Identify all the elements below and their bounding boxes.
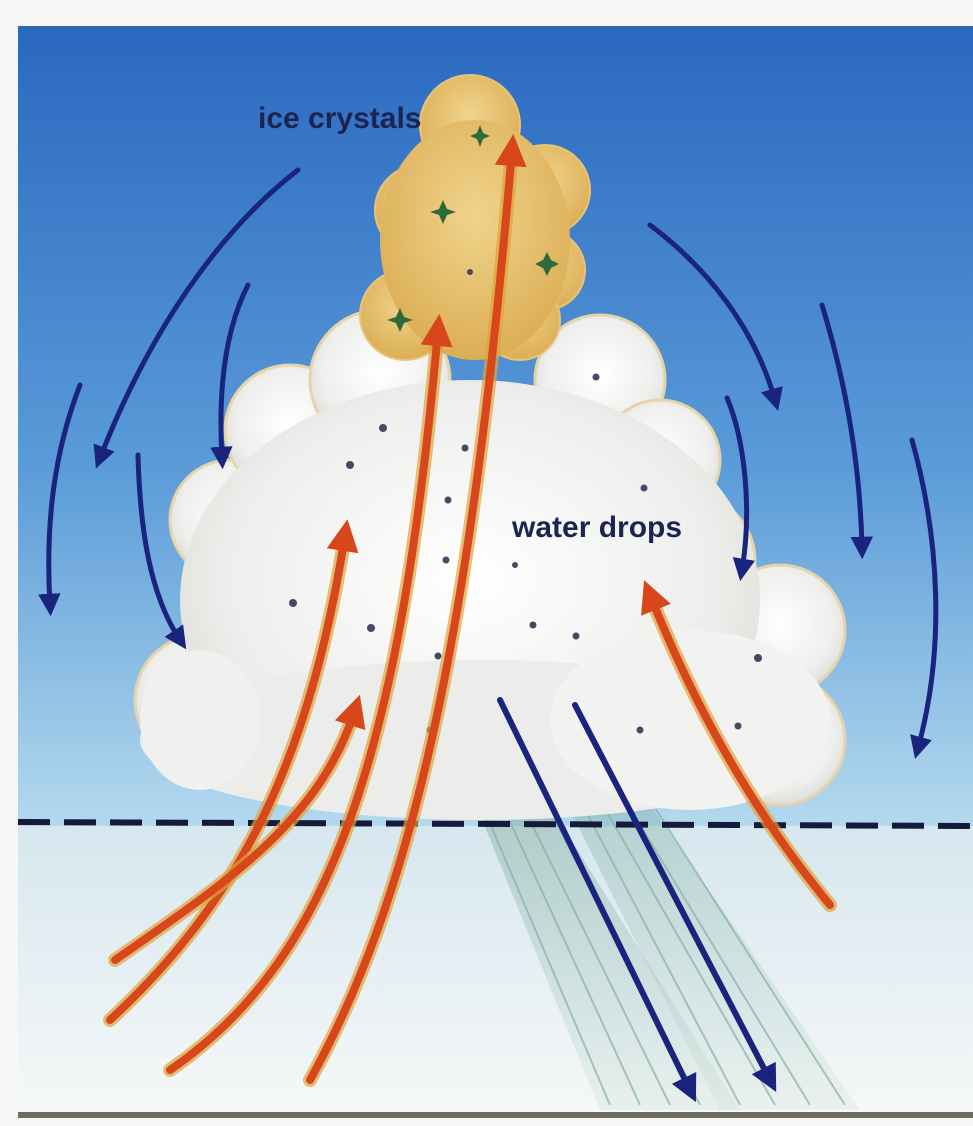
ground-level-line	[18, 822, 973, 826]
bottom-border	[18, 1112, 973, 1118]
water-drops-label: water drops	[511, 511, 682, 544]
ice-crystals-label: ice crystals	[258, 102, 421, 135]
